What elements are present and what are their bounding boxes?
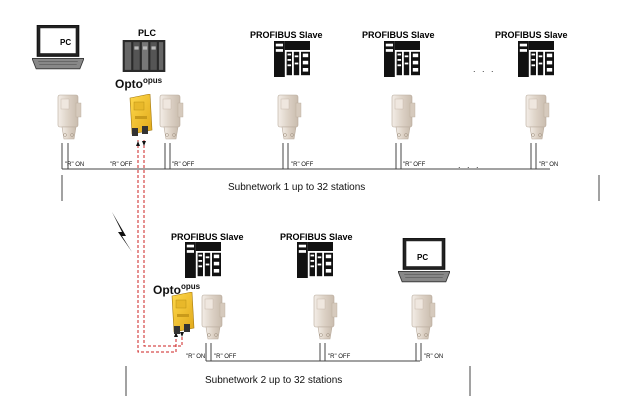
connector-slave-1 [277,94,302,140]
fiber-optic-link [137,140,183,353]
pc-label-2: PC [417,253,429,262]
opto-main-1: Opto [115,77,143,91]
bus-line-1 [61,143,550,170]
r-label-slave-4: "R" OFF [214,354,237,360]
pc-label-1: PC [60,38,72,47]
fiber-arrows [136,141,184,337]
subnet2-connectors [171,292,436,340]
r-label-slave-1: "R" OFF [291,162,314,168]
more-slaves-ellipsis-2: . . . [458,160,481,170]
r-label-pc: "R" ON [65,162,85,168]
profibus-slave-1 [274,41,310,77]
slave-label-4: PROFIBUS Slave [171,232,244,242]
slave-label-2: PROFIBUS Slave [362,30,435,40]
profibus-slave-4 [185,242,221,278]
opto-label-1: Optoopus [115,76,162,91]
connector-slave-4 [201,294,226,340]
more-slaves-ellipsis-1: . . . [473,64,496,74]
subnet1-connectors [57,94,550,140]
r-label-slave-3: "R" ON [539,162,559,168]
r-label-opto-1: "R" OFF [110,162,133,168]
opto-opus-1 [129,94,153,137]
r-label-slave-2: "R" OFF [403,162,426,168]
profibus-slave-2 [384,41,420,77]
r-label-opto-2: "R" ON [186,354,206,360]
connector-plc [159,94,184,140]
connector-slave-2 [391,94,416,140]
opto-label-2: Optoopus [153,282,200,297]
r-label-plc: "R" OFF [172,162,195,168]
connector-slave-3 [525,94,550,140]
profibus-slave-3 [518,41,554,77]
connector-pc [57,94,82,140]
connector-slave-5 [313,294,338,340]
r-label-pc-2: "R" ON [424,354,444,360]
subnet1-bracket [61,175,600,201]
r-label-slave-5: "R" OFF [328,354,351,360]
lightning-icon [112,212,132,252]
slave-label-1: PROFIBUS Slave [250,30,323,40]
slave-label-3: PROFIBUS Slave [495,30,568,40]
opto-main-2: Opto [153,283,181,297]
opto-sup-1: opus [143,76,163,85]
pc-laptop-1 [32,25,84,70]
opto-opus-2 [171,292,195,335]
connector-pc-2 [411,294,436,340]
plc-label: PLC [138,28,156,38]
plc-device [122,40,166,72]
subnet2-caption: Subnetwork 2 up to 32 stations [205,375,343,386]
subnet1-caption: Subnetwork 1 up to 32 stations [228,182,366,193]
slave-label-5: PROFIBUS Slave [280,232,353,242]
subnet2-devices [185,238,450,283]
bus-line-2 [205,343,422,362]
subnet2-bracket [125,366,471,396]
opto-sup-2: opus [181,282,201,291]
profibus-slave-5 [297,242,333,278]
